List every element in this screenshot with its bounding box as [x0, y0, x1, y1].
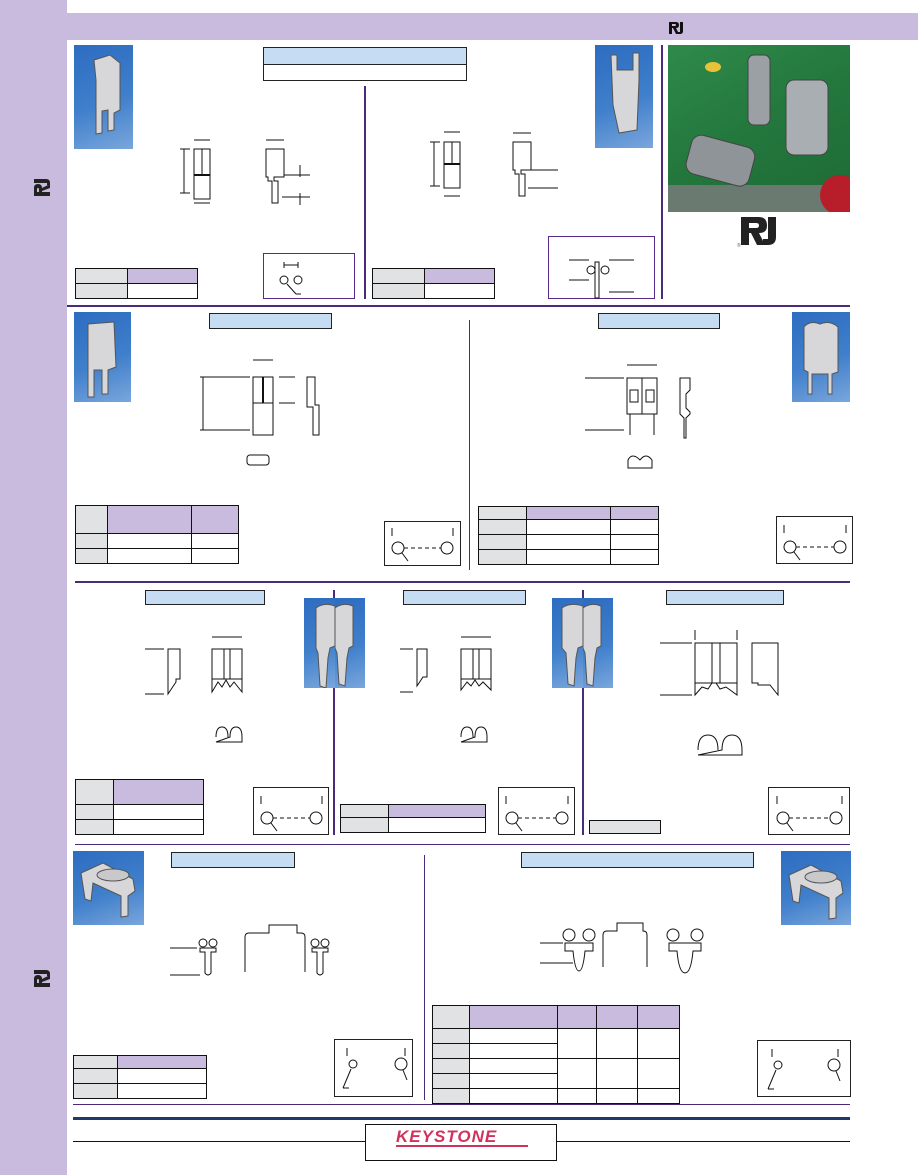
pcb-hole-pattern [342, 1048, 408, 1089]
application-photo-pcb [668, 45, 850, 212]
spec-table-s9 [432, 1005, 680, 1104]
fuse-clip-illustration [87, 321, 117, 398]
logo-underline [396, 1145, 528, 1147]
product-photo-s3 [74, 312, 131, 402]
divider-horizontal [73, 1104, 850, 1105]
fuse-clip-illustration [610, 52, 640, 134]
divider-vertical [364, 86, 366, 299]
divider-horizontal [67, 305, 850, 307]
pcb-hole-pattern [783, 525, 847, 561]
pcb-layout-s1 [263, 253, 355, 299]
footer-logo-box: KEYSTONE [365, 1124, 557, 1161]
fuse-clip-illustration [561, 603, 583, 687]
pcb-layout-s2 [548, 236, 655, 299]
divider-vertical [469, 320, 470, 570]
spec-table-s4 [478, 506, 659, 565]
fuse-clip-illustration [803, 322, 839, 395]
pcb-layout-s8 [334, 1039, 413, 1097]
spec-table-s3 [75, 505, 239, 564]
pcb-hole-pattern [391, 528, 454, 562]
section-title-s4 [598, 313, 720, 329]
dimension-drawing-s8 [170, 924, 330, 976]
dimension-drawing-s3 [200, 359, 320, 466]
ur-mark-side-top [33, 174, 53, 205]
section-title-s9 [521, 852, 754, 868]
pcb-hole-pattern [279, 262, 303, 295]
pcb-layout-s6 [498, 787, 575, 835]
spec-table-s6 [340, 804, 486, 833]
pcb-layout-s7 [768, 787, 850, 835]
product-photo-s9 [781, 851, 851, 925]
dimension-drawing-s9 [540, 922, 704, 974]
product-photo-s4 [792, 312, 850, 402]
ur-recognized-icon: ® [737, 217, 776, 249]
spec-table-s8 [73, 1055, 207, 1099]
section-title-s7 [666, 590, 784, 605]
fuse-holder-illustration [788, 864, 844, 920]
top-header-band [67, 13, 918, 40]
spec-table-s2 [372, 268, 495, 299]
product-photo-s5 [304, 598, 335, 688]
ur-mark-header [668, 21, 686, 38]
dimension-drawing-s2 [430, 131, 558, 197]
pcb-hole-pattern [569, 259, 634, 299]
fuse-clip-illustration [315, 603, 335, 688]
label-box-s7 [589, 820, 661, 834]
fuse-clip-illustration [335, 603, 354, 687]
divider-horizontal [75, 844, 850, 845]
dimension-drawing-s5 [145, 636, 243, 743]
product-photo-s7 [583, 598, 613, 688]
pcb-layout-s5 [253, 787, 329, 835]
dimension-drawing-s1 [180, 139, 310, 205]
pcb-with-fuse-clips-illustration [668, 54, 850, 212]
section-title-s8 [171, 852, 295, 868]
pcb-layout-s4 [776, 516, 853, 564]
product-photo-s6-left [335, 598, 365, 688]
divider-vertical [333, 590, 335, 835]
dimension-drawing-s6 [400, 636, 492, 743]
dimension-drawing-s4 [585, 364, 691, 469]
keystone-logo: KEYSTONE [396, 1127, 498, 1146]
registered-mark: ® [737, 242, 741, 249]
pcb-layout-s9 [757, 1040, 851, 1097]
fuse-clip-illustration [583, 603, 602, 687]
section-title-s6 [403, 590, 526, 605]
fuse-holder-illustration [80, 862, 136, 918]
section-title-s1 [263, 47, 467, 65]
pcb-hole-pattern [505, 796, 569, 832]
section-title-s3 [209, 313, 332, 329]
product-photo-s6-right [552, 598, 583, 688]
dimension-drawing-s7 [660, 630, 779, 756]
ur-recognized-icon [669, 22, 683, 34]
divider-horizontal [75, 581, 850, 583]
pcb-hole-pattern [776, 796, 843, 832]
product-photo-s1 [74, 45, 133, 149]
fuse-clip-illustration [93, 54, 121, 135]
pcb-hole-pattern [767, 1049, 841, 1090]
ur-recognized-icon [34, 179, 50, 196]
ur-mark-side-bottom [33, 965, 53, 996]
footer-rule [73, 1117, 850, 1120]
product-photo-s2 [595, 45, 653, 148]
divider-vertical [582, 590, 584, 835]
pcb-hole-pattern [260, 796, 323, 832]
pcb-layout-s3 [384, 521, 461, 566]
spec-table-s1 [75, 268, 198, 299]
product-photo-s8 [73, 851, 144, 925]
ur-recognized-icon [34, 970, 50, 987]
left-sidebar-band [0, 0, 67, 1175]
ur-mark-large: ® [737, 215, 782, 252]
spec-table-s5 [75, 779, 204, 835]
section-subtitle-s1 [263, 65, 467, 81]
divider-vertical [424, 855, 425, 1100]
section-title-s5 [145, 590, 265, 605]
divider-vertical [661, 45, 663, 299]
